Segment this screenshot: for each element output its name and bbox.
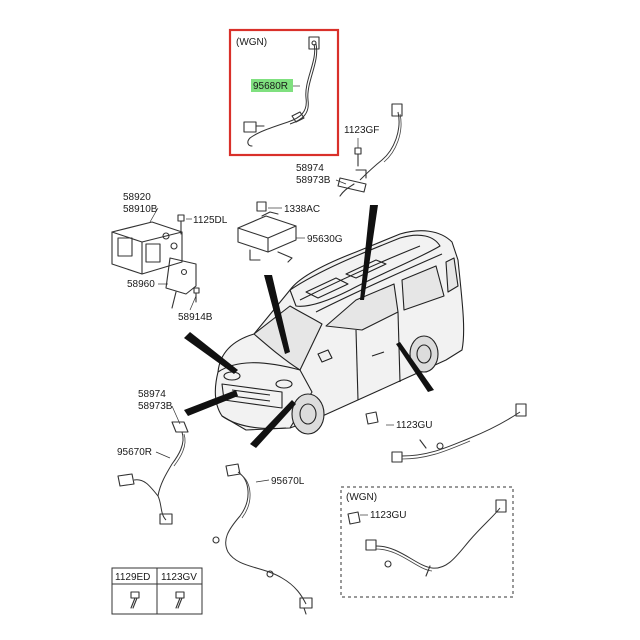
bolt-hecu-label: 1125DL: [193, 215, 228, 226]
front-right-sensor: [117, 421, 189, 525]
sensor-rr-label: 95680R: [253, 81, 288, 92]
bolt-icon: [175, 591, 185, 609]
bolt-icon: [177, 214, 192, 235]
nut-icon: [256, 201, 267, 212]
bracket-front-b-label: 58973B: [138, 401, 173, 412]
bolt-icon: [130, 591, 140, 609]
bracket-front-a-label: 58974: [138, 389, 166, 400]
van-illustration: [214, 230, 465, 435]
bracket-rear-b-label: 58973B: [296, 175, 331, 186]
bolt-rear-right-label: 1123GF: [344, 125, 379, 136]
wgn-bottom-label: (WGN): [346, 492, 377, 503]
bracket-hecu-label: 58960: [127, 279, 155, 290]
wgn-dashed-box: [340, 486, 514, 598]
bolt-rear-left-wgn-label: 1123GU: [370, 510, 407, 521]
rear-right-sensor-wgn: [243, 36, 320, 147]
rear-left-sensor-wgn: [347, 499, 507, 577]
control-module: [237, 211, 297, 263]
bolt-icon: [193, 287, 200, 303]
nut-module-label: 1338AC: [284, 204, 320, 215]
bolt-rear-left-label: 1123GU: [396, 420, 433, 431]
sensor-rr-highlight: [251, 79, 293, 92]
rear-left-sensor: [365, 403, 527, 463]
wgn-top-label: (WGN): [236, 37, 267, 48]
table-header-1123GV: 1123GV: [161, 572, 197, 583]
module-label: 95630G: [307, 234, 343, 245]
sensor-fl-label: 95670L: [271, 476, 305, 487]
hecu-unit: [111, 221, 197, 309]
leader-wedges: [184, 205, 434, 448]
bracket-rear-a-label: 58974: [296, 163, 324, 174]
wgn-highlight-box: [228, 28, 340, 157]
table-header-1129ED: 1129ED: [115, 572, 150, 583]
bracket-hecu-b-label: 58914B: [178, 312, 213, 323]
front-left-sensor: [212, 463, 313, 615]
hecu-b-label: 58910B: [123, 204, 158, 215]
rear-right-sensor: [337, 103, 403, 197]
bolt-icon: [354, 138, 362, 167]
hecu-a-label: 58920: [123, 192, 151, 203]
parts-table: 1129ED 1123GV: [111, 567, 203, 615]
sensor-fr-label: 95670R: [117, 447, 152, 458]
